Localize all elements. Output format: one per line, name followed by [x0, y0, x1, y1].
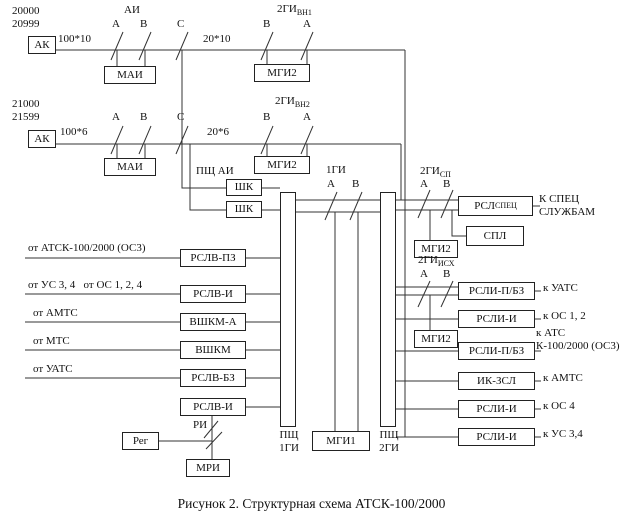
- box-mgi2-vn2: МГИ2: [254, 156, 310, 174]
- stage-label-main: 2ГИ: [418, 254, 438, 266]
- output-label-amts: к АМТС: [543, 372, 583, 384]
- node-letter: В: [140, 18, 148, 30]
- capacity-20x6: 20*6: [207, 126, 229, 138]
- stage-label-sub: ВН2: [294, 100, 310, 110]
- output-label-atc: к АТС К-100/2000 (ОС3): [536, 327, 620, 352]
- stage-label-2gi-vn1: 2ГИВН1: [277, 3, 312, 17]
- node-letter: А: [420, 178, 428, 190]
- box-label-sub: СПЕЦ: [495, 201, 517, 210]
- node-letter: А: [303, 111, 311, 123]
- box-rsli-i-1: РСЛИ-И: [458, 310, 535, 328]
- stage-label-ri: РИ: [193, 419, 208, 431]
- box-rsli-i-2: РСЛИ-И: [458, 400, 535, 418]
- input-label-atsk: от АТСК-100/2000 (ОС3): [28, 242, 146, 254]
- figure-caption: Рисунок 2. Структурная схема АТСК-100/20…: [177, 496, 446, 511]
- box-spl: СПЛ: [466, 226, 524, 246]
- stage-label-psh-1gi: ПЩ 1ГИ: [279, 429, 299, 454]
- panel-psh-2gi: [380, 192, 396, 427]
- node-letter: А: [303, 18, 311, 30]
- box-shk-2: ШК: [226, 201, 262, 218]
- stage-label-main: 2ГИ: [275, 95, 295, 107]
- node-letter: С: [177, 18, 185, 30]
- node-letter: С: [177, 111, 185, 123]
- stage-label-2gi-vn2: 2ГИВН2: [275, 95, 310, 109]
- output-label-os4: к ОС 4: [543, 400, 575, 412]
- box-rslv-bz: РСЛВ-БЗ: [180, 369, 246, 387]
- capacity-100x10: 100*10: [58, 33, 91, 45]
- box-ak-1: АК: [28, 36, 56, 54]
- output-label-spec: К СПЕЦ СЛУЖБАМ: [539, 193, 596, 218]
- stage-label-main: 2ГИ: [420, 165, 440, 177]
- node-letter: В: [352, 178, 360, 190]
- node-letter: А: [327, 178, 335, 190]
- box-ak-2: АК: [28, 130, 56, 148]
- stage-label-2gi-sp: 2ГИСП: [420, 165, 451, 179]
- box-mgi2-isx: МГИ2: [414, 330, 458, 348]
- node-letter: А: [112, 18, 120, 30]
- box-reg: Рег: [122, 432, 159, 450]
- output-label-uats: к УАТС: [543, 282, 578, 294]
- node-letter: А: [112, 111, 120, 123]
- input-label-uats: от УАТС: [33, 363, 73, 375]
- box-label-main: РСЛ: [474, 199, 495, 212]
- stage-label-sub: ИСХ: [437, 259, 455, 269]
- capacity-20x10: 20*10: [203, 33, 231, 45]
- subscriber-range-2: 21000 21599: [12, 98, 40, 123]
- node-letter: В: [263, 111, 271, 123]
- box-shk-1: ШК: [226, 179, 262, 196]
- box-rslv-i-2: РСЛВ-И: [180, 398, 246, 416]
- box-mgi2-sp: МГИ2: [414, 240, 458, 258]
- node-letter: А: [420, 268, 428, 280]
- stage-label-2gi-isx: 2ГИИСХ: [418, 254, 455, 268]
- subscriber-range-1: 20000 20999: [12, 5, 40, 30]
- box-rsli-i-3: РСЛИ-И: [458, 428, 535, 446]
- node-letter: В: [443, 268, 451, 280]
- stage-label-psh-2gi: ПЩ 2ГИ: [379, 429, 399, 454]
- box-mgi1: МГИ1: [312, 431, 370, 451]
- box-vshkm: ВШКМ: [180, 341, 246, 359]
- box-rslv-i-1: РСЛВ-И: [180, 285, 246, 303]
- node-letter: В: [263, 18, 271, 30]
- capacity-100x6: 100*6: [60, 126, 88, 138]
- stage-label-ai: АИ: [124, 4, 140, 16]
- stage-label-psh-ai: ПЩ АИ: [196, 165, 234, 177]
- input-label-us-os: от УС 3, 4 от ОС 1, 2, 4: [28, 279, 143, 291]
- output-label-us34: к УС 3,4: [543, 428, 583, 440]
- box-mai-1: МАИ: [104, 66, 156, 84]
- box-mai-2: МАИ: [104, 158, 156, 176]
- box-rsli-pbz-1: РСЛИ-П/БЗ: [458, 282, 535, 300]
- box-ik-zsl: ИК-ЗСЛ: [458, 372, 535, 390]
- stage-label-main: 2ГИ: [277, 3, 297, 15]
- box-mgi2-vn1: МГИ2: [254, 64, 310, 82]
- node-letter: В: [443, 178, 451, 190]
- node-letter: В: [140, 111, 148, 123]
- box-rslv-pz: РСЛВ-ПЗ: [180, 249, 246, 267]
- box-rsli-pbz-2: РСЛИ-П/БЗ: [458, 342, 535, 360]
- stage-label-1gi: 1ГИ: [326, 164, 346, 176]
- box-mri: МРИ: [186, 459, 230, 477]
- output-label-os12: к ОС 1, 2: [543, 310, 586, 322]
- input-label-amts: от АМТС: [33, 307, 78, 319]
- stage-label-sub: ВН1: [296, 8, 312, 18]
- box-vshkm-a: ВШКМ-А: [180, 313, 246, 331]
- panel-psh-1gi: [280, 192, 296, 427]
- stage-label-sub: СП: [439, 170, 451, 180]
- input-label-mts: от МТС: [33, 335, 70, 347]
